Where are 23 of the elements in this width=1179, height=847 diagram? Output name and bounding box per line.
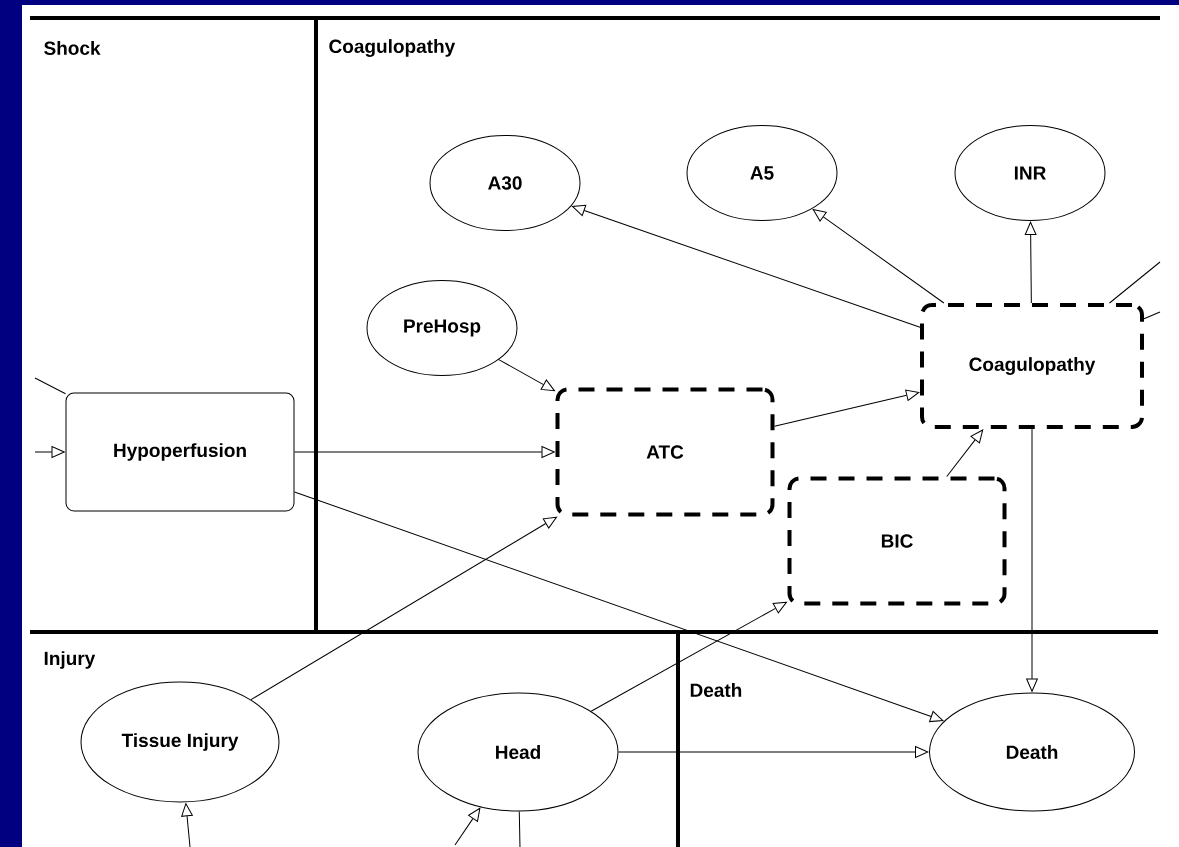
dashed-box: BIC [787, 476, 1007, 606]
arrow [812, 209, 945, 304]
dashed-box: ATC [555, 387, 775, 517]
arrow [181, 803, 193, 847]
region-label: Coagulopathy [329, 39, 456, 57]
region-label: Shock [44, 41, 101, 55]
arrow [294, 491, 944, 723]
arrow [618, 746, 929, 758]
region-label: Injury [44, 651, 96, 669]
region-label: Death [690, 683, 742, 697]
arrow [250, 516, 557, 701]
dashed-box: Coagulopathy [920, 303, 1144, 429]
arrow [590, 601, 787, 712]
arrow [34, 446, 65, 458]
arrow [571, 204, 921, 328]
arrow [1026, 428, 1038, 692]
arrow [294, 446, 555, 458]
arrow [774, 389, 920, 427]
arrow [946, 429, 984, 477]
arrow [498, 359, 555, 392]
arrow [454, 807, 481, 846]
rounded-box: Hypoperfusion [65, 392, 295, 512]
arrow [1024, 221, 1037, 304]
